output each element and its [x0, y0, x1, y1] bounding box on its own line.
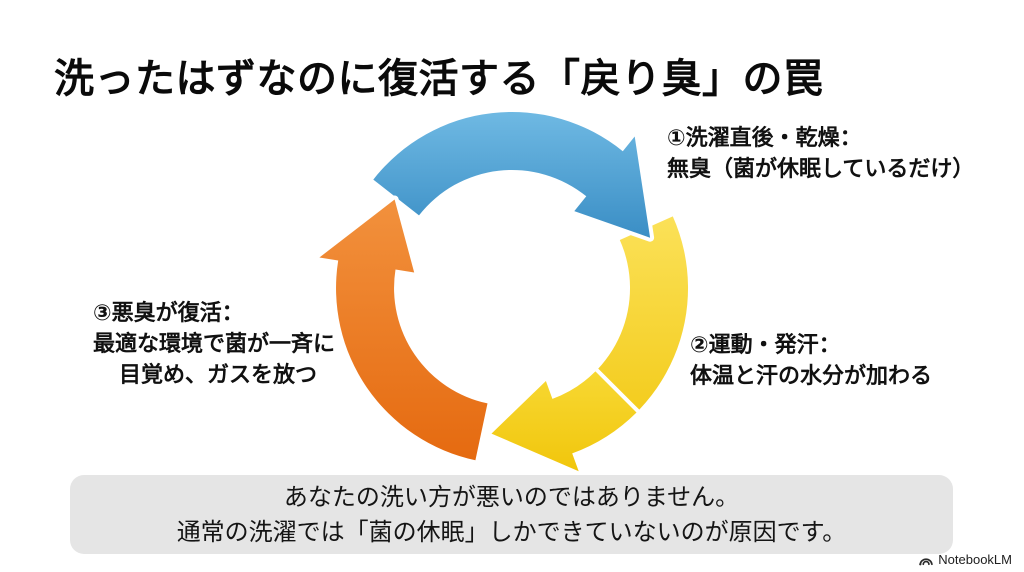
cycle-diagram [316, 107, 693, 476]
notebooklm-logo-icon [919, 557, 934, 565]
step-2-heading: ②運動・発汗： [690, 332, 841, 357]
step-label-1: ①洗濯直後・乾燥： 無臭（菌が休眠しているだけ） [667, 122, 974, 184]
step-label-2: ②運動・発汗： 体温と汗の水分が加わる [690, 329, 932, 391]
notebooklm-watermark: NotebookLM [918, 552, 1012, 567]
step-label-3: ③悪臭が復活： 最適な環境で菌が一斉に 目覚め、ガスを放つ [93, 297, 343, 390]
step-3-detail2: 目覚め、ガスを放つ [118, 362, 317, 387]
footer-note-line1: あなたの洗い方が悪いのではありません。 [283, 483, 740, 511]
notebooklm-watermark-label: NotebookLM [938, 552, 1012, 567]
blue-arrow [369, 107, 655, 242]
page-title: 洗ったはずなのに復活する「戻り臭」の罠 [54, 57, 824, 101]
orange-arrow [316, 195, 492, 465]
yellow-arrowhead-overlap [487, 367, 641, 476]
step-2-detail: 体温と汗の水分が加わる [690, 363, 933, 388]
step-3-heading: ③悪臭が復活： [93, 300, 244, 325]
step-1-detail: 無臭（菌が休眠しているだけ） [667, 156, 975, 181]
footer-note-box: あなたの洗い方が悪いのではありません。 通常の洗濯では「菌の休眠」しかできていな… [70, 475, 953, 554]
step-1-heading: ①洗濯直後・乾燥： [667, 125, 862, 150]
step-3-detail: 最適な環境で菌が一斉に [93, 331, 336, 356]
footer-note-line2: 通常の洗濯では「菌の休眠」しかできていないのが原因です。 [176, 518, 847, 546]
